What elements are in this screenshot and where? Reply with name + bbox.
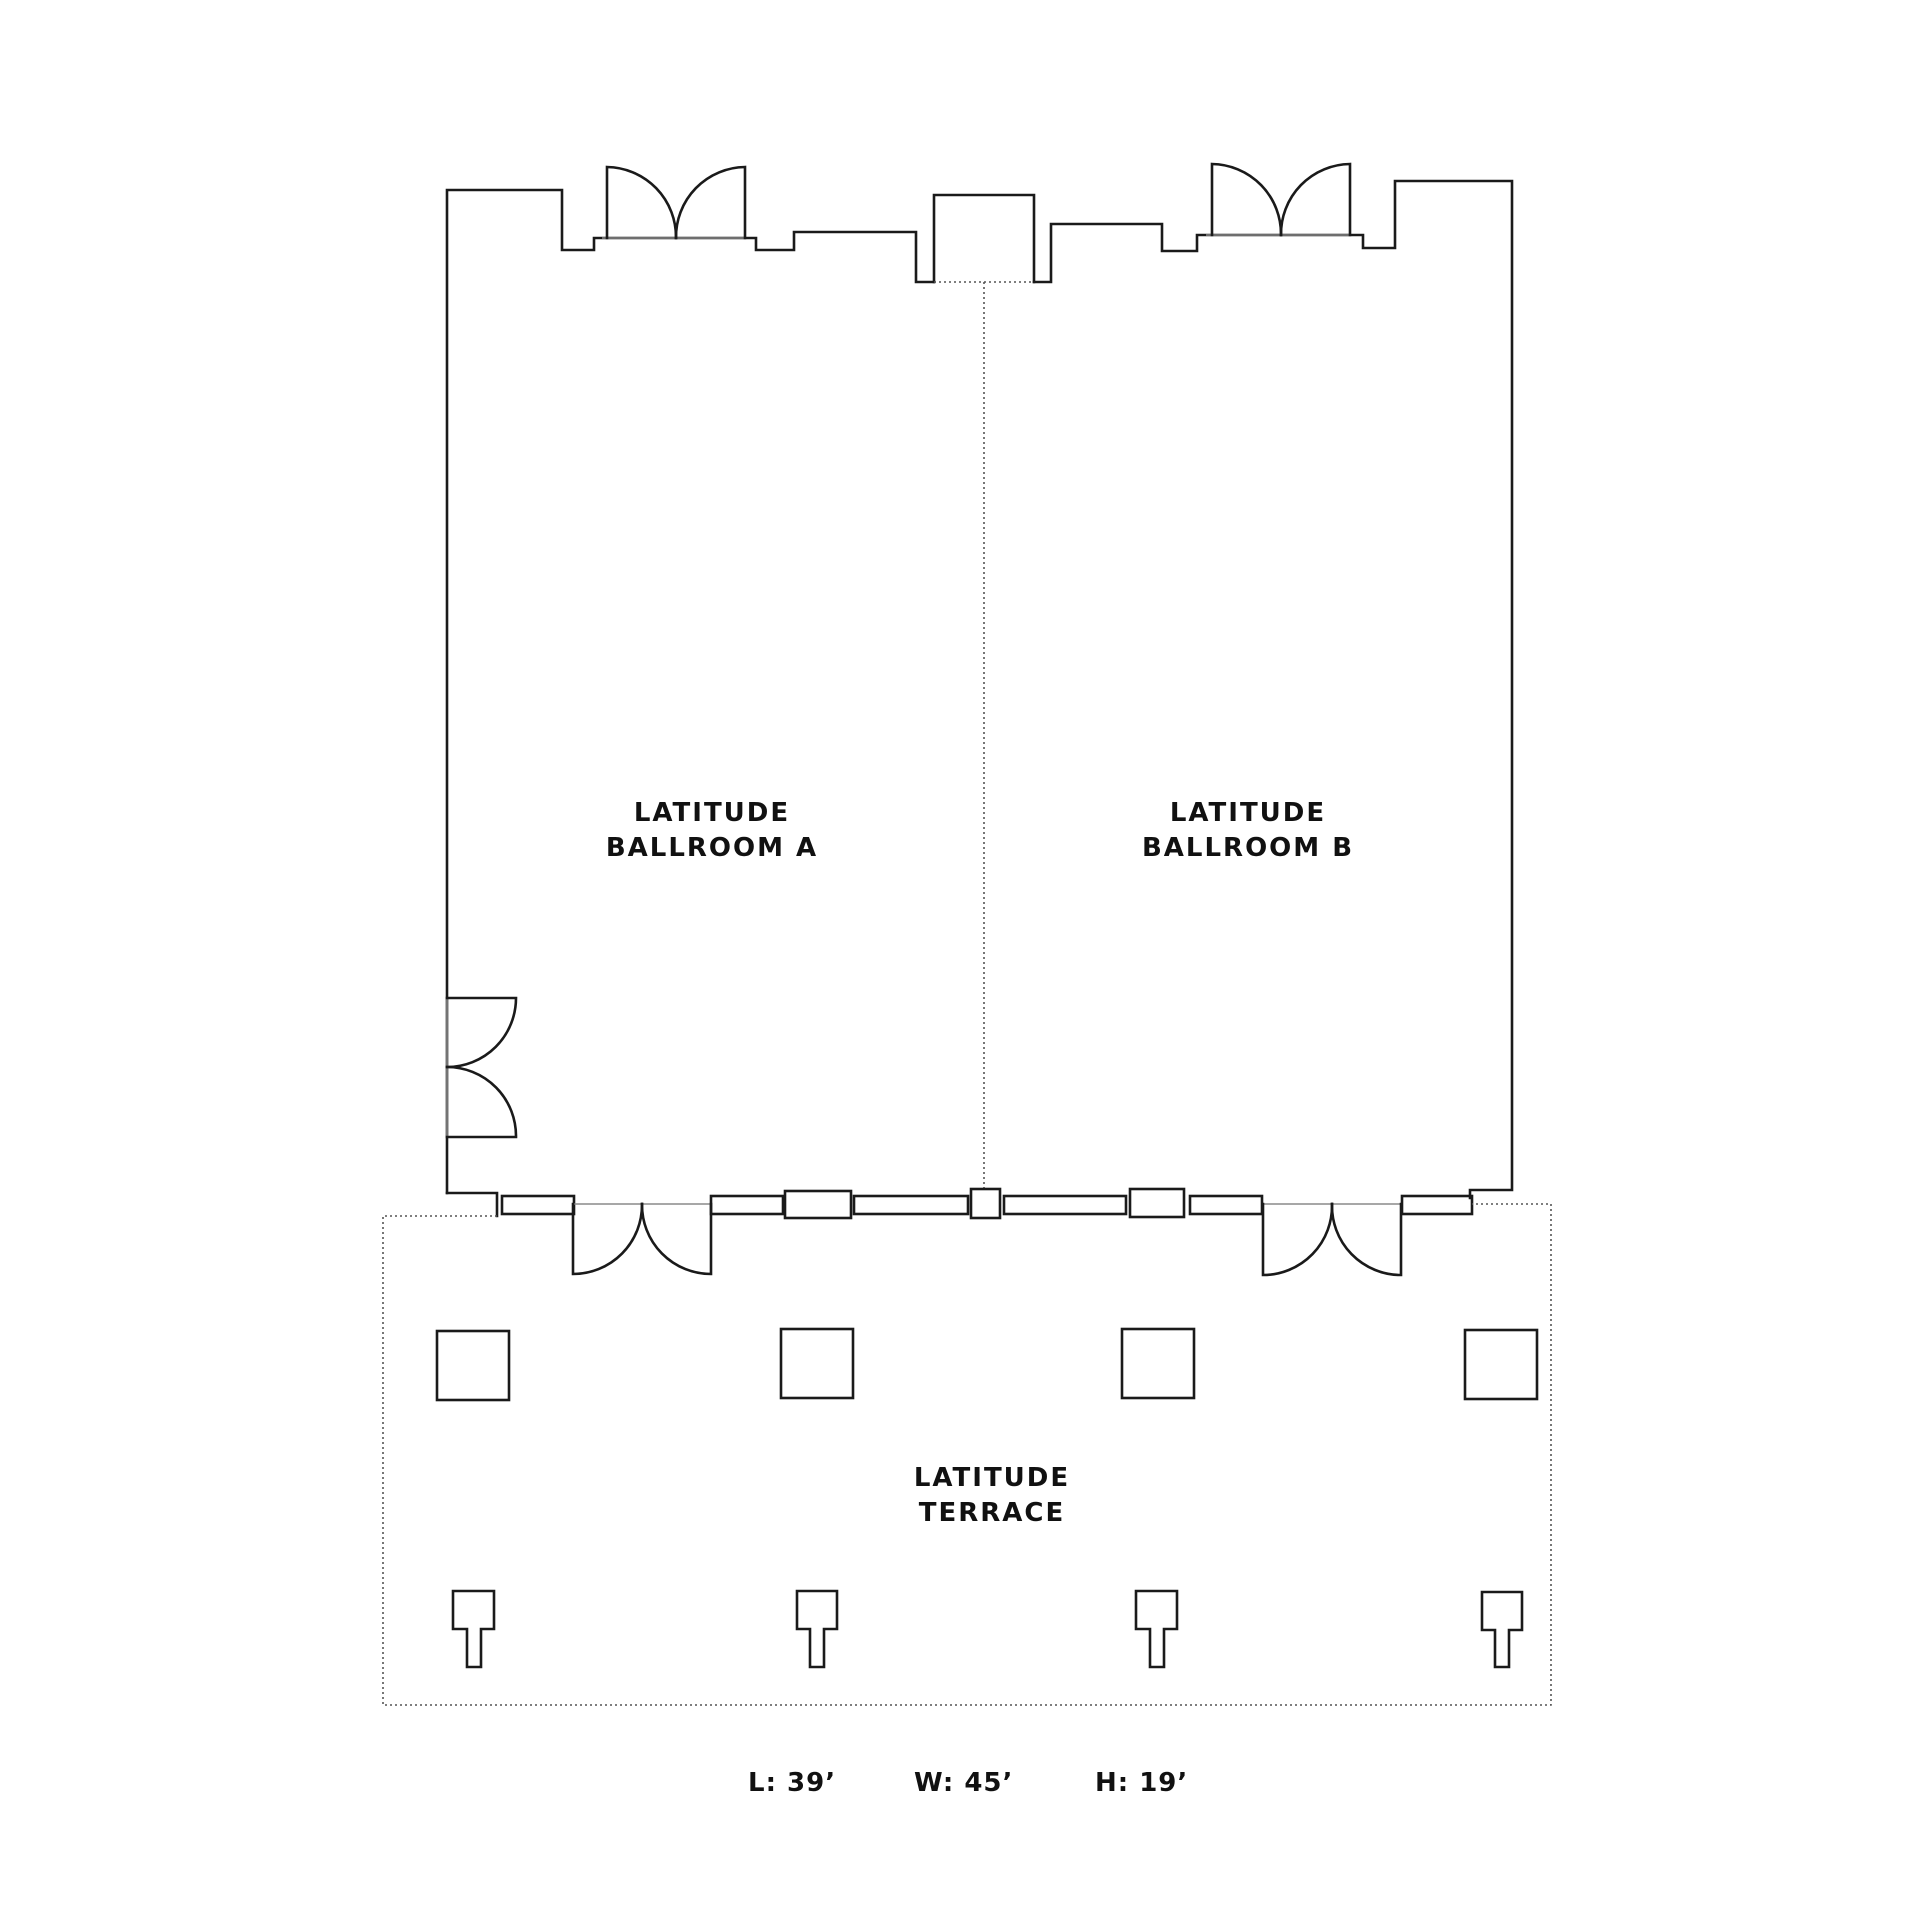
terrace-line2: TERRACE — [918, 1498, 1066, 1528]
terrace-line1: LATITUDE — [913, 1463, 1071, 1493]
dimension-height: H: 19’ — [1095, 1768, 1189, 1798]
bottom-wall-panels — [500, 1187, 1474, 1220]
terrace-columns — [435, 1327, 1539, 1402]
dimension-width: W: 45’ — [914, 1768, 1014, 1798]
ballroom-walls — [445, 179, 1514, 1218]
terrace-fixtures — [451, 1589, 1524, 1669]
ballroom-b-line1: LATITUDE — [1169, 798, 1327, 828]
ballroom-a-line1: LATITUDE — [633, 798, 791, 828]
ballroom-b-line2: BALLROOM B — [1141, 833, 1355, 863]
terrace-outline — [382, 1203, 1552, 1706]
dimension-length: L: 39’ — [748, 1768, 837, 1798]
double-door-left-wall — [445, 996, 518, 1139]
ballroom-a-line2: BALLROOM A — [605, 833, 819, 863]
double-door-top-left — [602, 165, 747, 240]
ballroom-b-label: LATITUDE BALLROOM B — [1068, 796, 1428, 866]
double-door-top-right — [1206, 162, 1352, 237]
ballroom-a-label: LATITUDE BALLROOM A — [532, 796, 892, 866]
double-door-bottom-right — [1261, 1202, 1403, 1277]
double-door-bottom-left — [571, 1202, 713, 1276]
terrace-label: LATITUDE TERRACE — [812, 1461, 1172, 1531]
